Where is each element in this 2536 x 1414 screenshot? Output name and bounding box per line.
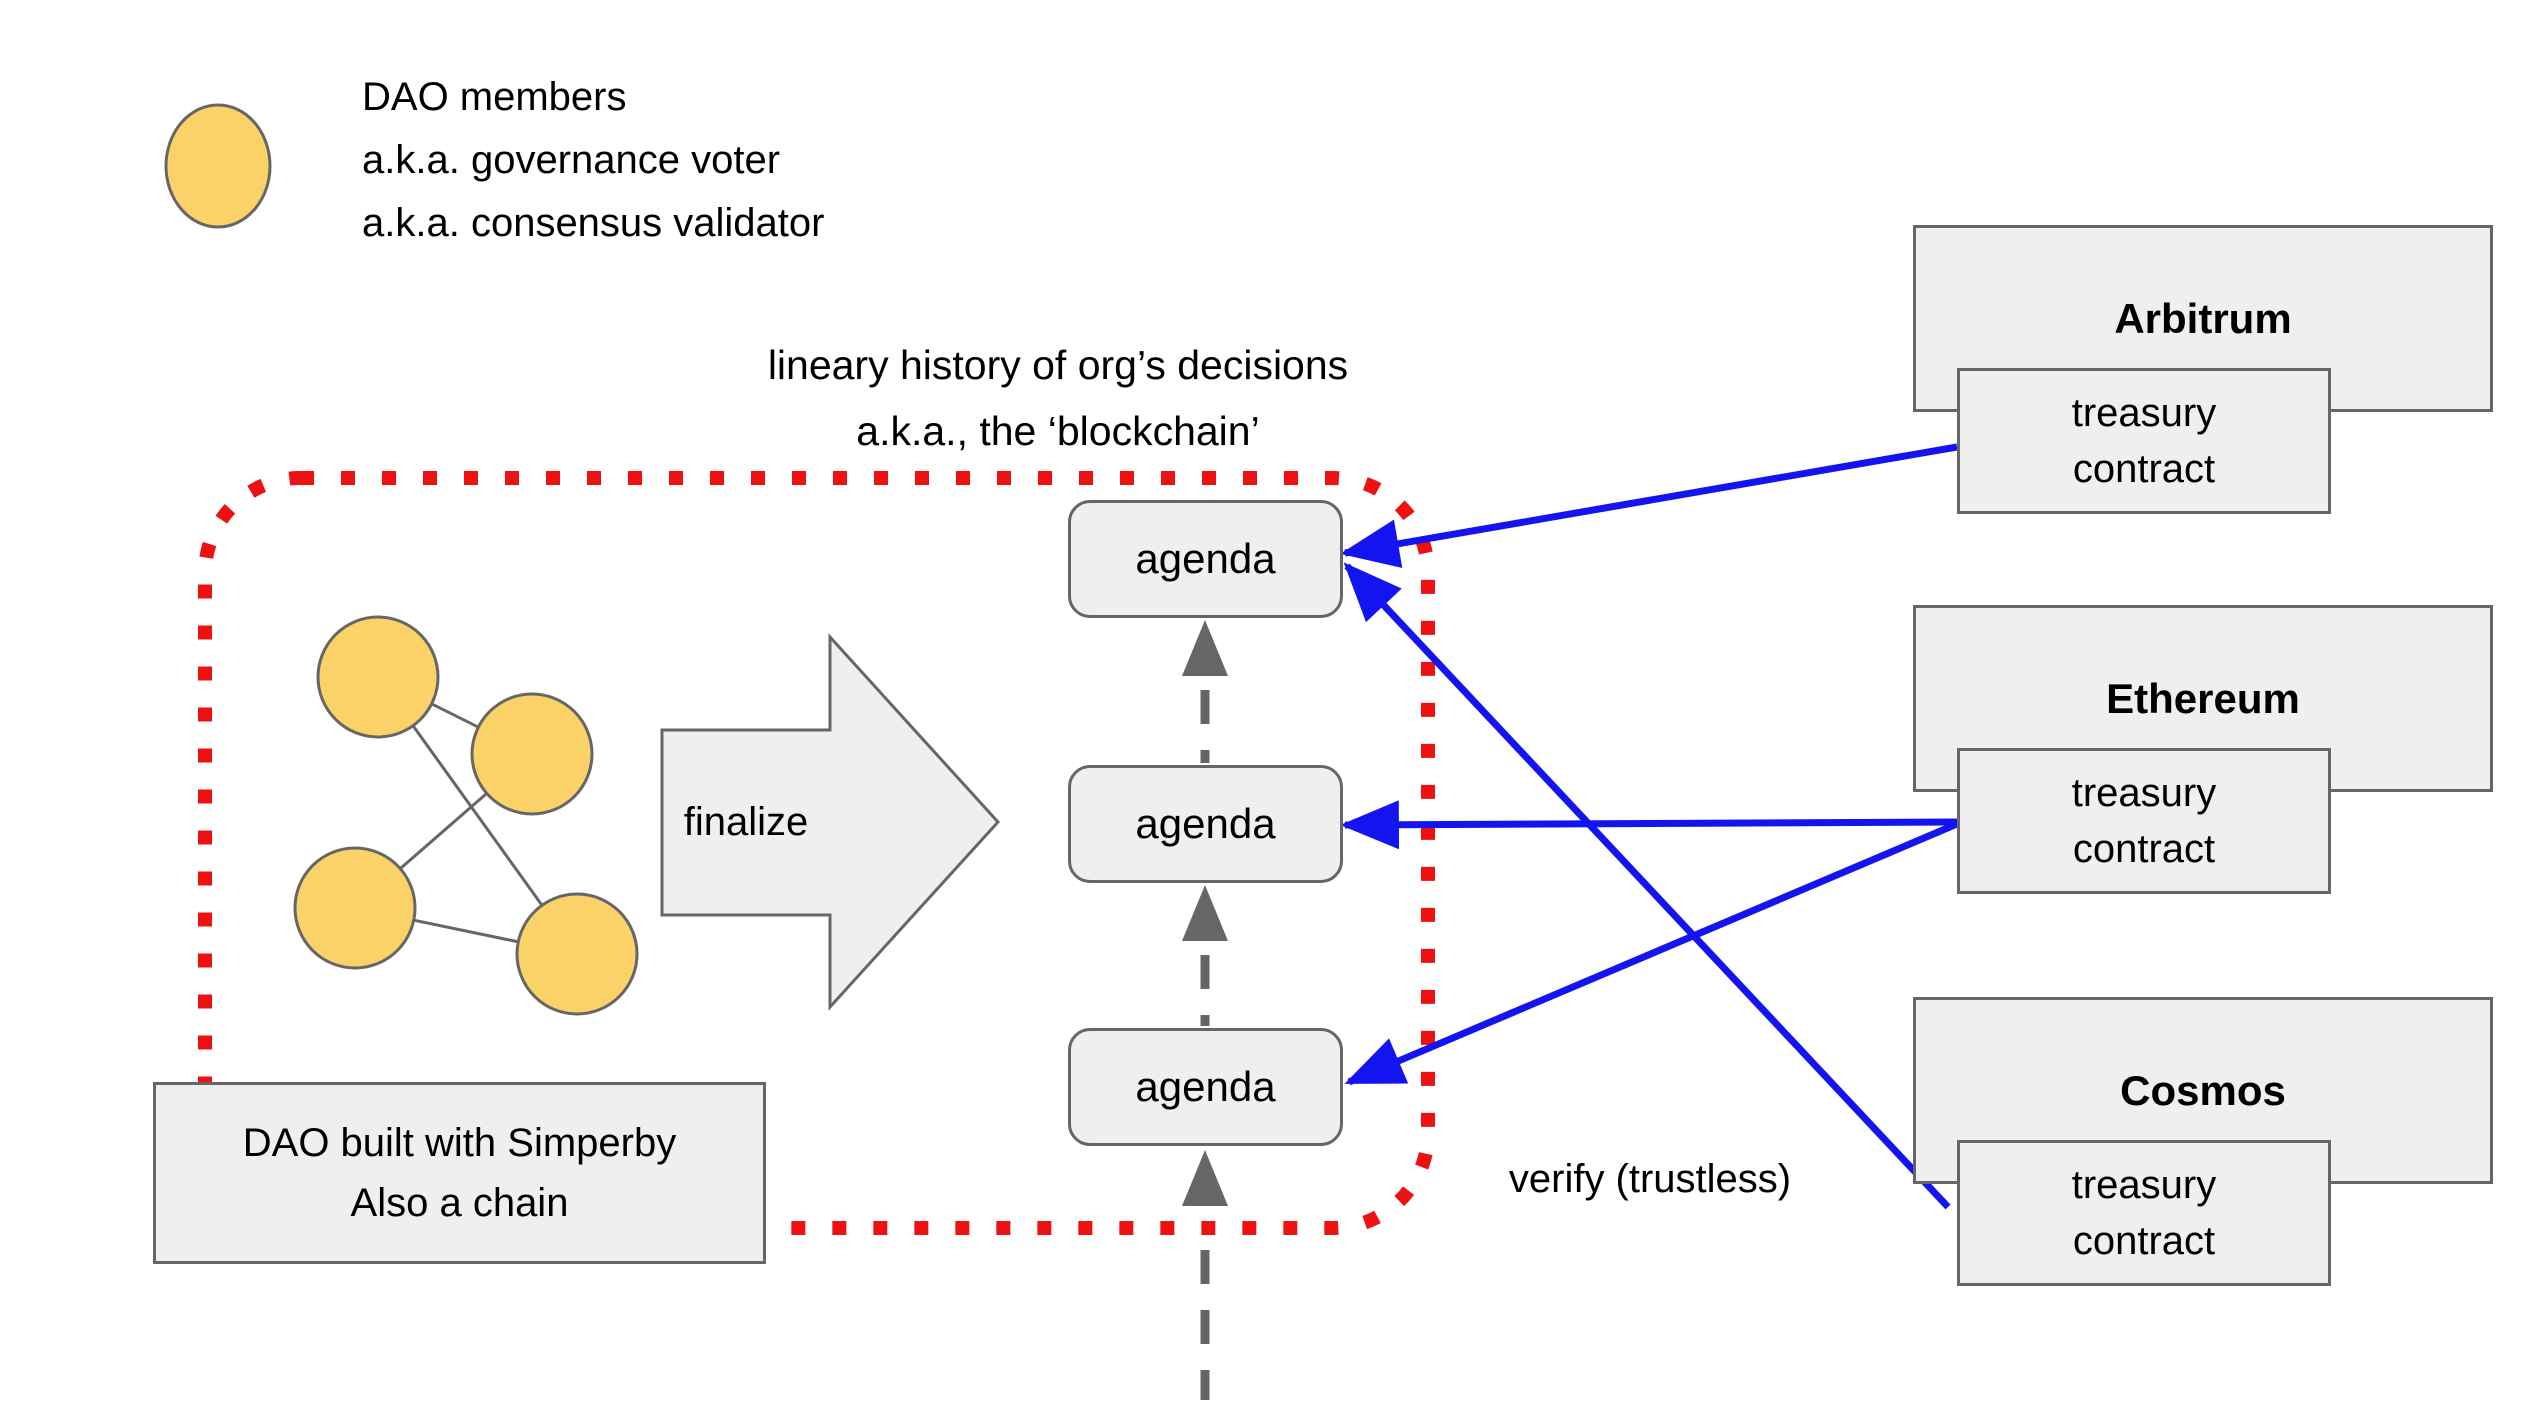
verify-arrow-arbitrum-to-agenda1 [1340, 443, 1958, 568]
dao-member-node [515, 892, 639, 1016]
validator-network-nodes [293, 615, 639, 1016]
agenda-label: agenda [1135, 1063, 1276, 1110]
verify-arrows [1340, 443, 1959, 1210]
dao-member-node [470, 692, 594, 816]
chain-arrowhead-icon [1182, 885, 1228, 941]
treasury-line2: contract [2072, 827, 2216, 871]
treasury-line1: treasury [2071, 771, 2217, 815]
chain-growth-arrows [1182, 620, 1228, 1400]
treasury-line2: contract [2072, 1219, 2216, 1263]
legend-member-circle-icon [164, 103, 272, 229]
finalize-label: finalize [683, 799, 809, 844]
history-title: lineary history of org’s decisions a.k.a… [558, 332, 1558, 464]
chain-name: Cosmos [2120, 1066, 2286, 1114]
agenda-block-1: agenda [1068, 500, 1343, 618]
treasury-line1: treasury [2071, 1163, 2217, 1207]
legend-text: DAO members a.k.a. governance voter a.k.… [362, 66, 824, 255]
dao-member-node [293, 846, 417, 970]
dao-caption-line1: DAO built with Simperby [242, 1121, 677, 1165]
treasury-contract-box-arbitrum: treasury contract [1957, 368, 2331, 514]
treasury-contract-box-cosmos: treasury contract [1957, 1140, 2331, 1286]
agenda-label: agenda [1135, 535, 1276, 582]
agenda-block-2: agenda [1068, 765, 1343, 883]
treasury-contract-box-ethereum: treasury contract [1957, 748, 2331, 894]
dao-member-node [316, 615, 440, 739]
verify-label: verify (trustless) [1508, 1157, 1792, 1201]
history-title-line1: lineary history of org’s decisions [767, 342, 1349, 388]
chain-arrowhead-icon [1182, 620, 1228, 676]
dao-caption-line2: Also a chain [350, 1181, 569, 1225]
verify-arrow-cosmos-to-agenda1 [1343, 562, 1951, 1210]
chain-name: Ethereum [2106, 674, 2300, 722]
history-title-line2: a.k.a., the ‘blockchain’ [856, 408, 1260, 454]
agenda-block-3: agenda [1068, 1028, 1343, 1146]
legend-line: a.k.a. consensus validator [362, 201, 825, 245]
legend-line: a.k.a. governance voter [362, 138, 781, 182]
treasury-line1: treasury [2071, 391, 2217, 435]
verify-arrow-ethereum-to-agenda2 [1340, 800, 1958, 850]
verify-arrow-ethereum-to-agenda3 [1344, 820, 1959, 1086]
agenda-label: agenda [1135, 800, 1276, 847]
dao-caption-box: DAO built with Simperby Also a chain [153, 1082, 766, 1264]
legend-line: DAO members [362, 75, 627, 119]
finalize-arrow-shape [660, 633, 1001, 1011]
treasury-line2: contract [2072, 447, 2216, 491]
chain-arrowhead-icon [1182, 1150, 1228, 1206]
chain-name: Arbitrum [2114, 294, 2292, 342]
